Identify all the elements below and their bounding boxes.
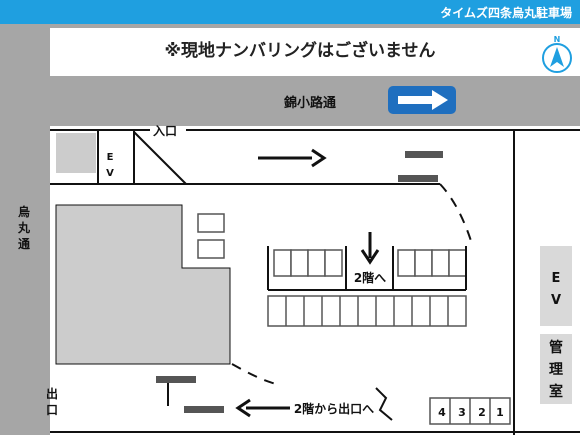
dashed-path-bottom — [231, 363, 277, 385]
space-number-3: 3 — [458, 406, 466, 419]
right-arrow-icon — [398, 90, 448, 110]
ev-right-v: V — [551, 293, 561, 308]
road-left — [0, 24, 50, 435]
exit-flow-arrow-icon — [235, 398, 290, 418]
gate-bar-bottom-1 — [156, 376, 196, 383]
small-box-lower — [197, 239, 225, 259]
office-building — [540, 334, 572, 404]
header-title: タイムズ四条烏丸駐車場 — [440, 5, 572, 20]
office-label-1: 管 — [549, 339, 563, 356]
street-label-top: 錦小路通 — [284, 95, 336, 111]
exit-label-1: 出 — [46, 386, 58, 401]
space-number-1: 1 — [496, 406, 504, 419]
small-box-upper — [197, 213, 225, 233]
dashed-path-top-right — [439, 183, 473, 245]
parking-row-upper — [273, 249, 467, 277]
north-arrow-icon — [550, 47, 564, 67]
from-2f-exit-label: 2階から出口へ — [294, 401, 374, 416]
notice-text: ※現地ナンバリングはございません — [164, 40, 435, 61]
ev-label-small-e: E — [107, 152, 114, 163]
compass: N — [542, 35, 572, 73]
ev-label-small-v: V — [106, 168, 114, 179]
ev-right-e: E — [552, 271, 561, 286]
header-bar — [0, 0, 580, 24]
road-top — [50, 76, 580, 126]
to-2f-label: 2階へ — [354, 270, 386, 285]
entrance-label: 入口 — [153, 124, 177, 138]
ev-building-top-left — [56, 133, 96, 173]
entrance-flow-arrow-icon — [258, 148, 327, 168]
road-top-extension — [0, 24, 580, 28]
office-label-3: 室 — [549, 383, 563, 400]
parking-row-lower — [267, 295, 467, 327]
gate-bar-top-1 — [405, 151, 443, 158]
entrance-ramp — [50, 130, 440, 185]
exit-label-2: 口 — [46, 403, 58, 417]
street-label-left-2: 丸 — [17, 220, 31, 235]
numbered-spaces: 4 3 2 1 — [429, 397, 511, 425]
compass-letter: N — [554, 35, 561, 44]
office-label-2: 理 — [549, 362, 563, 378]
direction-sign — [388, 86, 456, 114]
street-label-left-1: 烏 — [18, 204, 30, 219]
space-number-4: 4 — [438, 406, 446, 419]
street-label-left-3: 通 — [18, 236, 30, 251]
ev-building-right — [540, 246, 572, 326]
parking-row-lower-dividers — [285, 296, 449, 326]
gate-bar-bottom-2 — [184, 406, 224, 413]
ramp-zigzag-line — [375, 387, 393, 421]
gate-bar-top-2 — [398, 175, 438, 182]
ramp-walls — [267, 246, 467, 291]
main-building — [55, 204, 231, 365]
space-number-2: 2 — [478, 406, 486, 419]
down-arrow-icon — [360, 232, 380, 265]
ramp-diagonal — [133, 131, 187, 185]
